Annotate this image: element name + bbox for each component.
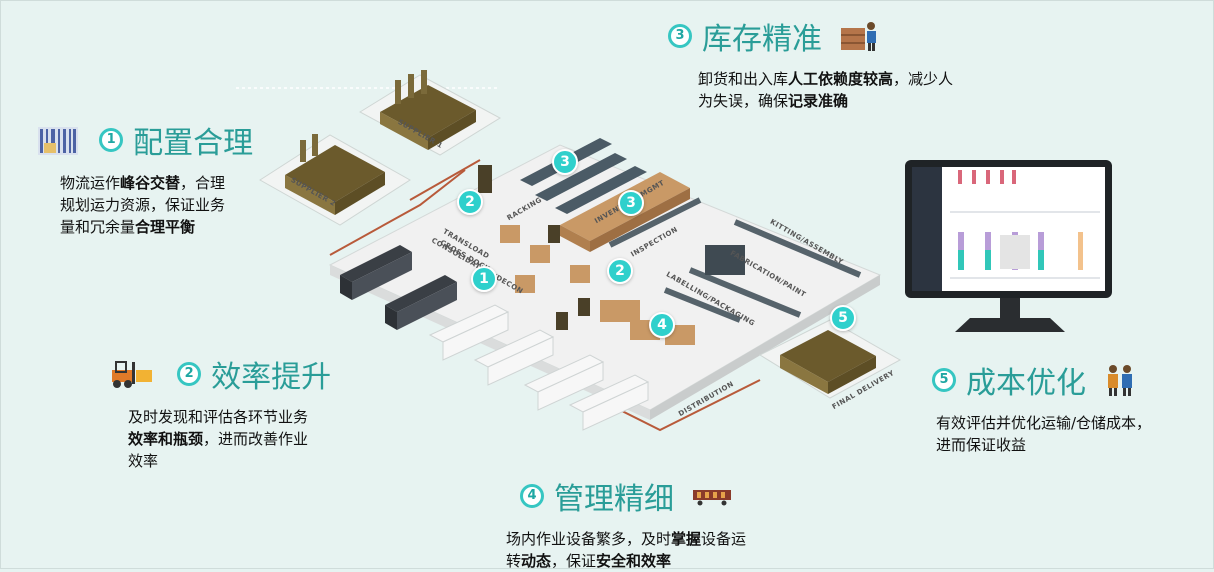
marker-2b: 2 [607,258,633,284]
feature-3: 3 库存精准 卸货和出入库人工依赖度较高，减少人 为失误，确保记录准确 [668,14,1008,112]
feature-1-title: 配置合理 [133,126,254,161]
feature-2-line-2: 效率和瓶颈，进而改善作业 [128,430,309,448]
feature-3-title: 库存精准 [702,22,822,57]
marker-2a: 2 [457,189,483,215]
feature-4-number: 4 [520,484,544,508]
feature-5-desc: 有效评估并优化运输/仓储成本， 进而保证收益 [936,412,1202,456]
feature-2-line-1: 及时发现和评估各环节业务 [128,408,309,426]
feature-1-desc: 物流运作峰谷交替，合理 规划运力资源，保证业务 量和冗余量合理平衡 [60,172,278,238]
feature-2: 2 效率提升 及时发现和评估各环节业务 效率和瓶颈，进而改善作业 效率 [108,352,368,472]
forklifts [478,165,590,330]
feature-3-header: 3 库存精准 [668,14,1008,58]
marker-3a: 3 [552,149,578,175]
feature-4-line-2: 转动态，保证安全和效率 [506,552,672,570]
team-icon [1108,365,1133,396]
conveyor-cart-icon [693,490,732,506]
feature-1-line-3: 量和冗余量合理平衡 [60,218,196,236]
feature-4-title: 管理精细 [554,482,674,517]
feature-5-title: 成本优化 [966,366,1086,401]
feature-1-number: 1 [99,128,124,152]
feature-5-header: 5 成本优化 [932,358,1202,402]
inventory-boxes [500,172,695,345]
feature-5: 5 成本优化 有效评估并优化运输/仓储成本， 进而保证收益 [932,358,1202,456]
forklift-icon [112,361,152,388]
marker-3b: 3 [618,190,644,216]
final-delivery-building [780,330,876,394]
supplier-1-building [380,70,476,150]
feature-1: 1 配置合理 物流运作峰谷交替，合理 规划运力资源，保证业务 量和冗余量合理平衡 [38,118,278,238]
conveyor-lines [608,197,862,323]
feature-1-line-1: 物流运作峰谷交替，合理 [60,174,226,192]
feature-1-header: 1 配置合理 [38,118,278,162]
feature-4: 4 管理精细 场内作业设备繁多，及时掌握设备运 转动态，保证安全和效率 [506,474,840,572]
feature-1-line-2: 规划运力资源，保证业务 [60,196,226,214]
marker-5: 5 [830,305,856,331]
barcode-icon [38,127,78,155]
feature-5-line-2: 进而保证收益 [936,436,1027,454]
marker-4: 4 [649,312,675,338]
worker-boxes-icon [841,22,877,51]
feature-2-header: 2 效率提升 [108,352,368,396]
feature-4-header: 4 管理精细 [520,474,840,518]
dashboard-monitor [905,160,1112,332]
feature-5-number: 5 [932,368,956,392]
feature-4-desc: 场内作业设备繁多，及时掌握设备运 转动态，保证安全和效率 [506,528,840,572]
feature-3-line-1: 卸货和出入库人工依赖度较高，减少人 [698,70,954,88]
feature-3-number: 3 [668,24,692,48]
feature-2-number: 2 [177,362,202,386]
feature-3-line-2: 为失误，确保记录准确 [698,92,849,110]
marker-1: 1 [471,266,497,292]
feature-3-desc: 卸货和出入库人工依赖度较高，减少人 为失误，确保记录准确 [698,68,1008,112]
trucks [340,245,650,431]
feature-4-line-1: 场内作业设备繁多，及时掌握设备运 [506,530,747,548]
supplier-2-building [285,134,385,215]
feature-2-desc: 及时发现和评估各环节业务 效率和瓶颈，进而改善作业 效率 [128,406,368,472]
feature-2-line-3: 效率 [128,452,159,470]
feature-2-title: 效率提升 [211,360,332,395]
feature-5-line-1: 有效评估并优化运输/仓储成本， [936,414,1152,432]
